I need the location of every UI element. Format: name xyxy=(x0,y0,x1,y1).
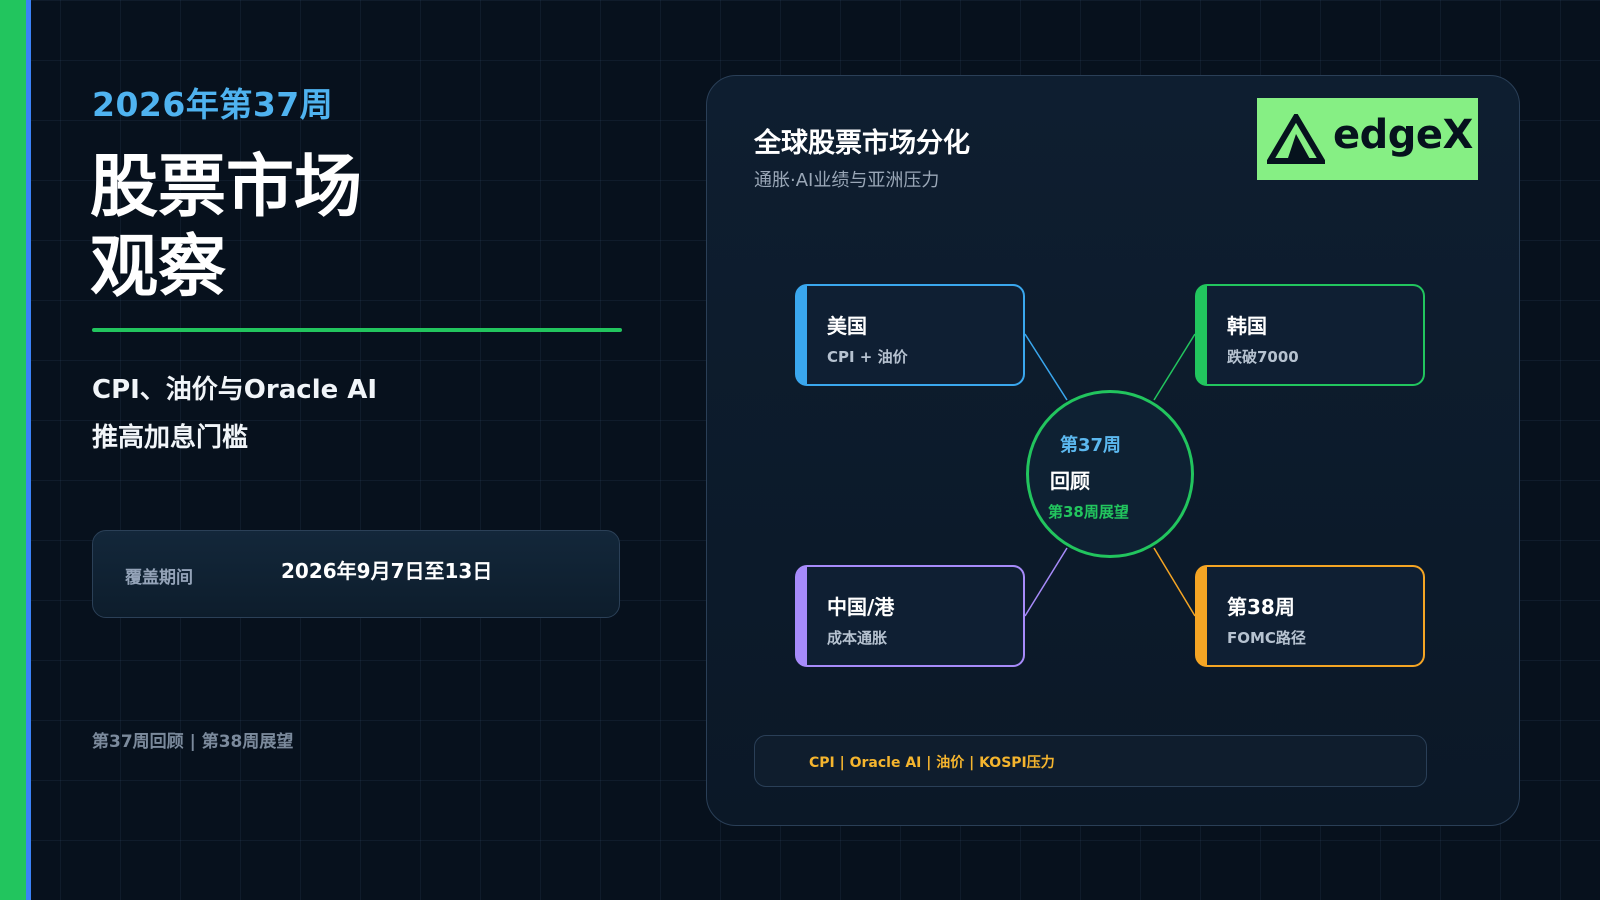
hub-outlook-label: 第38周展望 xyxy=(1048,503,1129,521)
connector-w38 xyxy=(1153,547,1196,617)
edgex-logo-text: edgeX xyxy=(1333,112,1473,158)
region-node-title: 中国/港 xyxy=(827,595,895,619)
panel-subtitle: 通胀·AI业绩与亚洲压力 xyxy=(754,170,940,191)
region-node-subtitle: 跌破7000 xyxy=(1227,348,1299,366)
title-divider xyxy=(92,328,622,332)
week-hub-circle: 第37周 回顾 第38周展望 xyxy=(1026,390,1194,558)
hub-connectors xyxy=(1024,333,1196,617)
region-node-korea: 韩国 跌破7000 xyxy=(1195,284,1425,386)
hub-week-label: 第37周 xyxy=(1060,435,1122,456)
page-title-line-2: 观察 xyxy=(90,228,227,307)
region-node-china-hk: 中国/港 成本通胀 xyxy=(795,565,1025,667)
connector-kr xyxy=(1153,333,1196,401)
region-node-title: 韩国 xyxy=(1227,314,1267,338)
week-eyebrow: 2026年第37周 xyxy=(92,85,334,124)
coverage-period-value: 2026年9月7日至13日 xyxy=(281,559,493,583)
region-node-title: 第38周 xyxy=(1227,595,1295,619)
market-divergence-panel: 全球股票市场分化 通胀·AI业绩与亚洲压力 edgeX 美国 CPI + 油价 … xyxy=(706,75,1520,826)
page-subtitle: CPI、油价与Oracle AI 推高加息门槛 xyxy=(92,366,377,462)
page-subtitle-line-1: CPI、油价与Oracle AI xyxy=(92,375,378,405)
edgex-triangle-icon xyxy=(1267,114,1325,164)
page-title-line-1: 股票市场 xyxy=(90,148,363,227)
page-title: 股票市场 观察 xyxy=(90,148,650,308)
region-node-subtitle: FOMC路径 xyxy=(1227,629,1306,647)
panel-title: 全球股票市场分化 xyxy=(754,128,970,159)
region-node-us: 美国 CPI + 油价 xyxy=(795,284,1025,386)
edgex-logo: edgeX xyxy=(1257,98,1478,180)
connector-cn xyxy=(1024,547,1068,617)
connector-us xyxy=(1024,333,1068,401)
coverage-period-label: 覆盖期间 xyxy=(125,568,193,588)
coverage-period-box: 覆盖期间 2026年9月7日至13日 xyxy=(92,530,620,618)
region-node-subtitle: CPI + 油价 xyxy=(827,348,908,366)
topic-tags: CPI | Oracle AI | 油价 | KOSPI压力 xyxy=(809,755,1055,771)
region-node-title: 美国 xyxy=(827,314,867,338)
topic-tag-strip: CPI | Oracle AI | 油价 | KOSPI压力 xyxy=(754,735,1427,787)
region-node-subtitle: 成本通胀 xyxy=(827,629,888,647)
region-node-week-38: 第38周 FOMC路径 xyxy=(1195,565,1425,667)
footer-note: 第37周回顾 | 第38周展望 xyxy=(92,732,294,752)
hub-review-label: 回顾 xyxy=(1050,469,1090,493)
left-accent-bar xyxy=(0,0,31,900)
page-subtitle-line-2: 推高加息门槛 xyxy=(92,423,249,453)
